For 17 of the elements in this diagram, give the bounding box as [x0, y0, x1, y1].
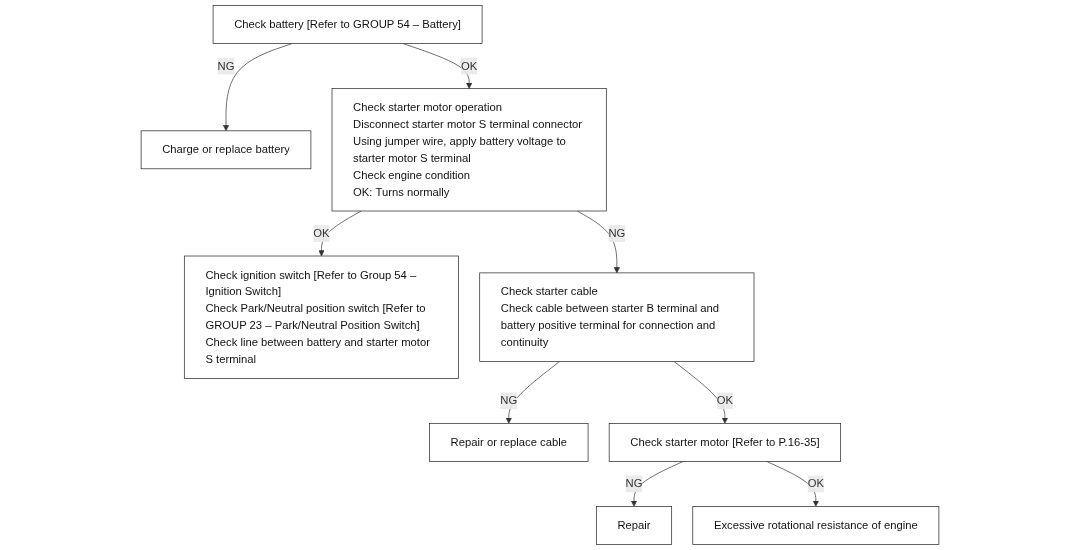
- edge-label: OK: [461, 59, 478, 72]
- node-box: Check starter motor operation Disconnect starter motor S terminal connector Using jumper wire, apply battery voltage to starter motor S terminal Check engine condition OK: Turns normally: [331, 88, 607, 212]
- edge-label: OK: [313, 227, 330, 240]
- edge-label: OK: [807, 477, 824, 490]
- node-box: Check starter motor [Refer to P.16-35]: [608, 423, 841, 462]
- node-box: Check ignition switch [Refer to Group 54 – Ignition Switch] Check Park/Neutral position switch [Refer to GROUP 23 – Park/Neutral Position Switch] Check line between battery and starter motor S terminal: [183, 255, 459, 379]
- node-box: Charge or replace battery: [140, 130, 312, 170]
- edge-label: NG: [608, 227, 626, 240]
- node-box: Check battery [Refer to GROUP 54 – Battery]: [212, 5, 483, 44]
- edge-label: NG: [625, 477, 643, 490]
- node-box: Check starter cable Check cable between starter B terminal and battery positive terminal for connection and continuity: [479, 272, 755, 362]
- node-box: Repair: [595, 506, 673, 545]
- node-box: Repair or replace cable: [429, 423, 589, 462]
- edge-label: NG: [217, 59, 235, 72]
- edge-label: NG: [500, 394, 518, 407]
- node-box: Excessive rotational resistance of engine: [692, 506, 940, 545]
- edge-label: OK: [716, 394, 734, 407]
